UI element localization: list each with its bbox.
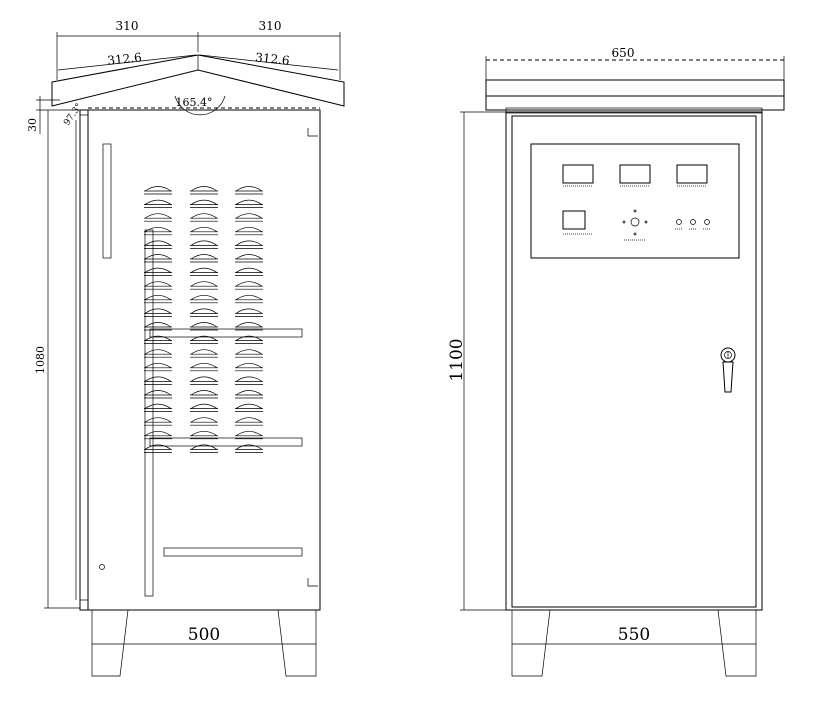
front-width-dimension: 550: [512, 625, 756, 645]
indicator-lamps: [675, 219, 711, 230]
louver-slot: [190, 403, 218, 412]
body-height-dimension: 1080: [34, 110, 80, 609]
louver-slot: [190, 281, 218, 290]
louver-slot: [235, 444, 263, 453]
louver-slot: [144, 322, 172, 331]
louver-slot: [144, 267, 172, 276]
meter-2: [619, 164, 651, 187]
roof-right-width-label: 310: [259, 19, 282, 33]
front-width-label: 550: [618, 625, 650, 645]
louver-slot: [144, 254, 172, 263]
louver-slot: [235, 349, 263, 358]
louver-slot: [190, 226, 218, 236]
side-view: 310 310 312.6 312.6 165.4° 97.3° 30: [26, 19, 345, 677]
side-legs: [91, 609, 317, 677]
louver-slot: [144, 186, 172, 195]
louver-slot: [144, 240, 172, 249]
louver-slot: [190, 294, 218, 304]
front-roof: [485, 79, 785, 114]
louver-slot: [235, 267, 263, 276]
front-roof-width-label: 650: [612, 46, 635, 60]
roof-width-dimension: 310 310: [56, 19, 341, 80]
louver-slot: [235, 335, 263, 344]
front-view: 650 1100: [447, 46, 785, 677]
louver-slot: [144, 335, 172, 344]
louver-slot: [235, 226, 263, 236]
front-roof-width-dimension: 650: [485, 46, 785, 80]
louver-slot: [235, 308, 263, 317]
louver-slot: [144, 362, 172, 372]
eave-height-label: 30: [26, 118, 39, 132]
louver-slot: [235, 417, 263, 426]
louver-slot: [144, 349, 172, 358]
louver-slot: [235, 254, 263, 263]
louver-slot: [190, 362, 218, 372]
roof-right-slope-label: 312.6: [255, 50, 291, 68]
louver-slot: [190, 430, 218, 440]
louver-slot: [190, 322, 218, 331]
louver-slot: [144, 213, 172, 222]
louver-slot: [235, 376, 263, 385]
louver-slot: [235, 186, 263, 195]
louver-slot: [235, 294, 263, 304]
door-lock-handle-icon: [720, 347, 736, 393]
louver-slot: [235, 281, 263, 290]
louver-slot: [190, 376, 218, 385]
front-cabinet-body: [505, 111, 763, 611]
louver-slot: [190, 417, 218, 426]
louver-slot: [190, 349, 218, 358]
louver-slot: [190, 444, 218, 453]
side-cabinet-body: [75, 107, 321, 611]
meter-1: [562, 164, 594, 187]
roof-left-width-label: 310: [116, 19, 139, 33]
louver-slot: [190, 199, 218, 208]
front-legs: [511, 609, 757, 677]
roof-slope-dimension: 312.6 312.6: [57, 50, 339, 71]
louver-slot: [235, 199, 263, 208]
depth-label: 500: [188, 625, 220, 645]
louver-slot: [190, 390, 218, 399]
louver-slot: [144, 444, 172, 453]
louver-slot: [144, 430, 172, 440]
front-height-dimension: 1100: [447, 111, 506, 611]
meter-4: [562, 210, 592, 235]
louver-slot: [144, 403, 172, 412]
louver-slot: [190, 254, 218, 263]
louver-slot: [144, 417, 172, 426]
louver-slot: [235, 403, 263, 412]
louver-slot: [235, 430, 263, 440]
louver-slot: [190, 335, 218, 344]
body-height-label: 1080: [34, 346, 47, 374]
louver-slot: [144, 308, 172, 317]
eave-height-dimension: 30: [26, 96, 80, 134]
louver-slot: [144, 390, 172, 399]
louver-slot: [190, 308, 218, 317]
roof-left-slope-label: 312.6: [107, 50, 143, 68]
meter-3: [676, 164, 708, 187]
louver-slot: [235, 322, 263, 331]
roof-angle-label: 165.4°: [176, 96, 213, 109]
front-height-label: 1100: [447, 338, 467, 381]
side-louvers: [144, 186, 263, 453]
louver-slot: [144, 376, 172, 385]
depth-dimension: 500: [92, 625, 316, 645]
louver-slot: [144, 294, 172, 304]
louver-slot: [144, 226, 172, 236]
louver-slot: [190, 186, 218, 195]
louver-slot: [235, 240, 263, 249]
louver-slot: [190, 240, 218, 249]
louver-slot: [235, 362, 263, 372]
louver-slot: [235, 390, 263, 399]
louver-slot: [190, 213, 218, 222]
louver-slot: [144, 281, 172, 290]
control-panel: [530, 143, 740, 259]
side-roof: 165.4° 97.3°: [51, 54, 345, 128]
louver-slot: [144, 199, 172, 208]
selector-switch: [622, 209, 648, 241]
louver-slot: [235, 213, 263, 222]
louver-slot: [190, 267, 218, 276]
